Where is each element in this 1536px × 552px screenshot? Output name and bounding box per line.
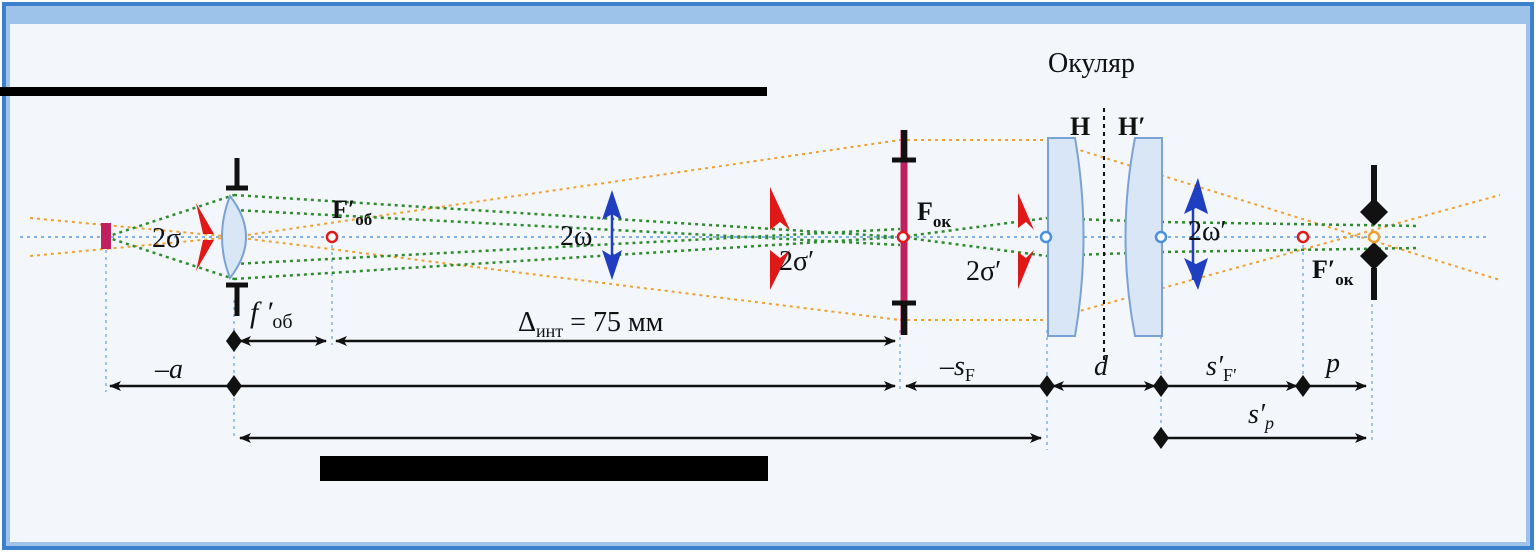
eyepiece-title: Окуляр [1048,48,1135,79]
redaction-bar-bottom [320,456,768,481]
focus-ob-prime-label: F′об [332,195,372,229]
p-dimension-label: p [1324,348,1340,379]
sp-prime-dimension-label: s′p [1248,399,1274,433]
dimension-diamonds [226,330,1311,449]
focus-ok-marker [896,230,910,244]
sF-prime-dimension-label: s′F′ [1206,351,1237,385]
minus-a-dimension-label: –a [154,354,183,385]
minus-sF-dimension-label: –sF [939,351,975,385]
d-dimension-label: d [1094,351,1109,382]
two-sigma-label: 2σ [152,223,181,254]
f-ob-prime-dimension-label: f ′об [250,296,293,333]
two-omega-label: 2ω [560,221,592,252]
delta-int-dimension-label: Δинт = 75 мм [518,307,664,341]
objective-lens [221,158,248,316]
guide-lines [105,245,1373,450]
blue-field-arrows [602,178,1208,290]
exit-pupil-stop [1360,165,1388,300]
eyepiece-h-prime-point [1154,230,1168,244]
focus-ok-prime-marker [1296,230,1310,244]
red-aperture-arrows [196,187,1034,290]
two-sigma-prime-label-2: 2σ′ [966,256,1001,287]
exit-pupil-point [1367,230,1381,244]
focus-ok-label: Fок [917,197,951,231]
object-marker [101,223,111,249]
orange-rays [29,139,1501,321]
focus-ob-prime-marker [325,230,339,244]
principal-plane-h-label: H [1070,112,1090,141]
two-omega-prime-label: 2ω′ [1188,216,1227,247]
principal-plane-h-prime-label: H′ [1118,112,1146,141]
two-sigma-prime-label-1: 2σ′ [779,246,814,277]
eyepiece-lens-1 [1047,137,1085,337]
eyepiece-h-point [1039,230,1053,244]
eyepiece-lens-2 [1124,137,1163,337]
diagram-background [10,24,1526,542]
redaction-bar-top [0,87,767,96]
dimension-lines [109,336,1367,443]
focus-ok-prime-label: F′ок [1312,255,1354,289]
